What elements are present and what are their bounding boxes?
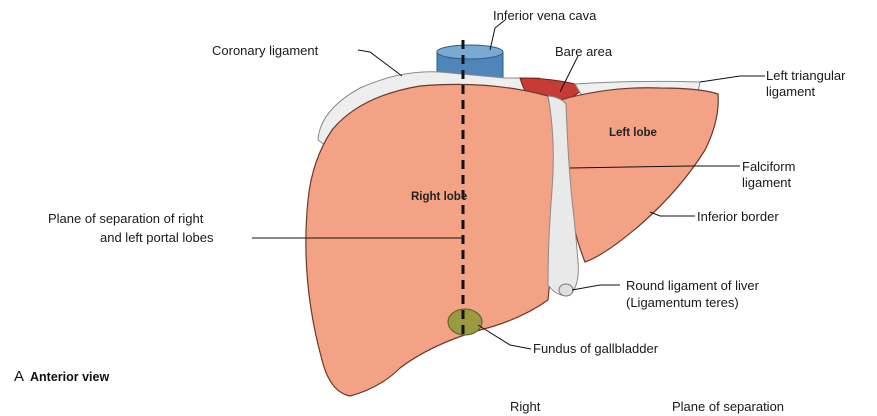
round-ligament-tip xyxy=(559,284,573,296)
label-round-ligament-line1: Round ligament of liver xyxy=(626,278,760,293)
label-bottom-plane: Plane of separation xyxy=(672,399,784,414)
label-falciform-line2: ligament xyxy=(742,175,792,190)
left-lobe-shape xyxy=(560,88,718,262)
label-panel-letter: A xyxy=(14,368,24,385)
right-lobe-shape xyxy=(306,84,557,396)
label-left-triangular-line2: ligament xyxy=(766,84,816,99)
label-bottom-right: Right xyxy=(510,399,541,414)
label-anterior-view: Anterior view xyxy=(30,370,109,384)
label-plane-separation-line1: Plane of separation of right xyxy=(48,211,204,226)
label-right-lobe: Right lobe xyxy=(411,191,467,203)
label-falciform-line1: Falciform xyxy=(742,159,795,174)
label-left-triangular-line1: Left triangular xyxy=(766,68,846,83)
label-plane-separation-line2: and left portal lobes xyxy=(100,230,214,245)
gallbladder-fundus-shape xyxy=(448,309,482,335)
label-left-lobe: Left lobe xyxy=(609,127,657,139)
label-coronary-ligament: Coronary ligament xyxy=(212,43,319,58)
label-bare-area: Bare area xyxy=(555,44,613,59)
label-inferior-vena-cava: Inferior vena cava xyxy=(493,8,597,23)
label-round-ligament-line2: (Ligamentum teres) xyxy=(626,295,739,310)
label-fundus-gallbladder: Fundus of gallbladder xyxy=(533,341,659,356)
label-inferior-border: Inferior border xyxy=(697,209,779,224)
